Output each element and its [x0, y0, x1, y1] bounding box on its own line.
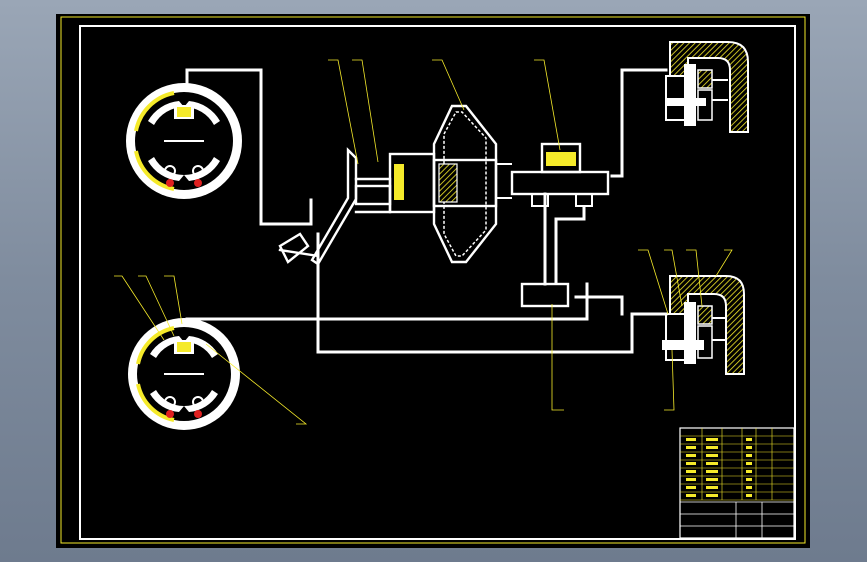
drum-brake-rear-left: [128, 318, 240, 430]
parts-list-table: [680, 428, 794, 501]
disc-brake-front-right: [665, 41, 749, 133]
brake-lines: [185, 68, 668, 354]
inner-frame: [79, 25, 796, 540]
drum-brake-front-left: [126, 83, 242, 199]
disc-brake-rear-right: [662, 275, 745, 375]
brake-system-drawing: [60, 16, 806, 544]
title-block: [679, 427, 795, 539]
outer-frame: [60, 16, 806, 544]
parts-list-cells: [686, 438, 752, 497]
master-cylinder: [510, 142, 610, 308]
cad-viewport[interactable]: [56, 14, 810, 548]
leader-lines: [114, 59, 733, 425]
brake-pedal: [278, 147, 392, 266]
title-block-grid: [680, 501, 794, 538]
vacuum-booster: [388, 104, 512, 264]
